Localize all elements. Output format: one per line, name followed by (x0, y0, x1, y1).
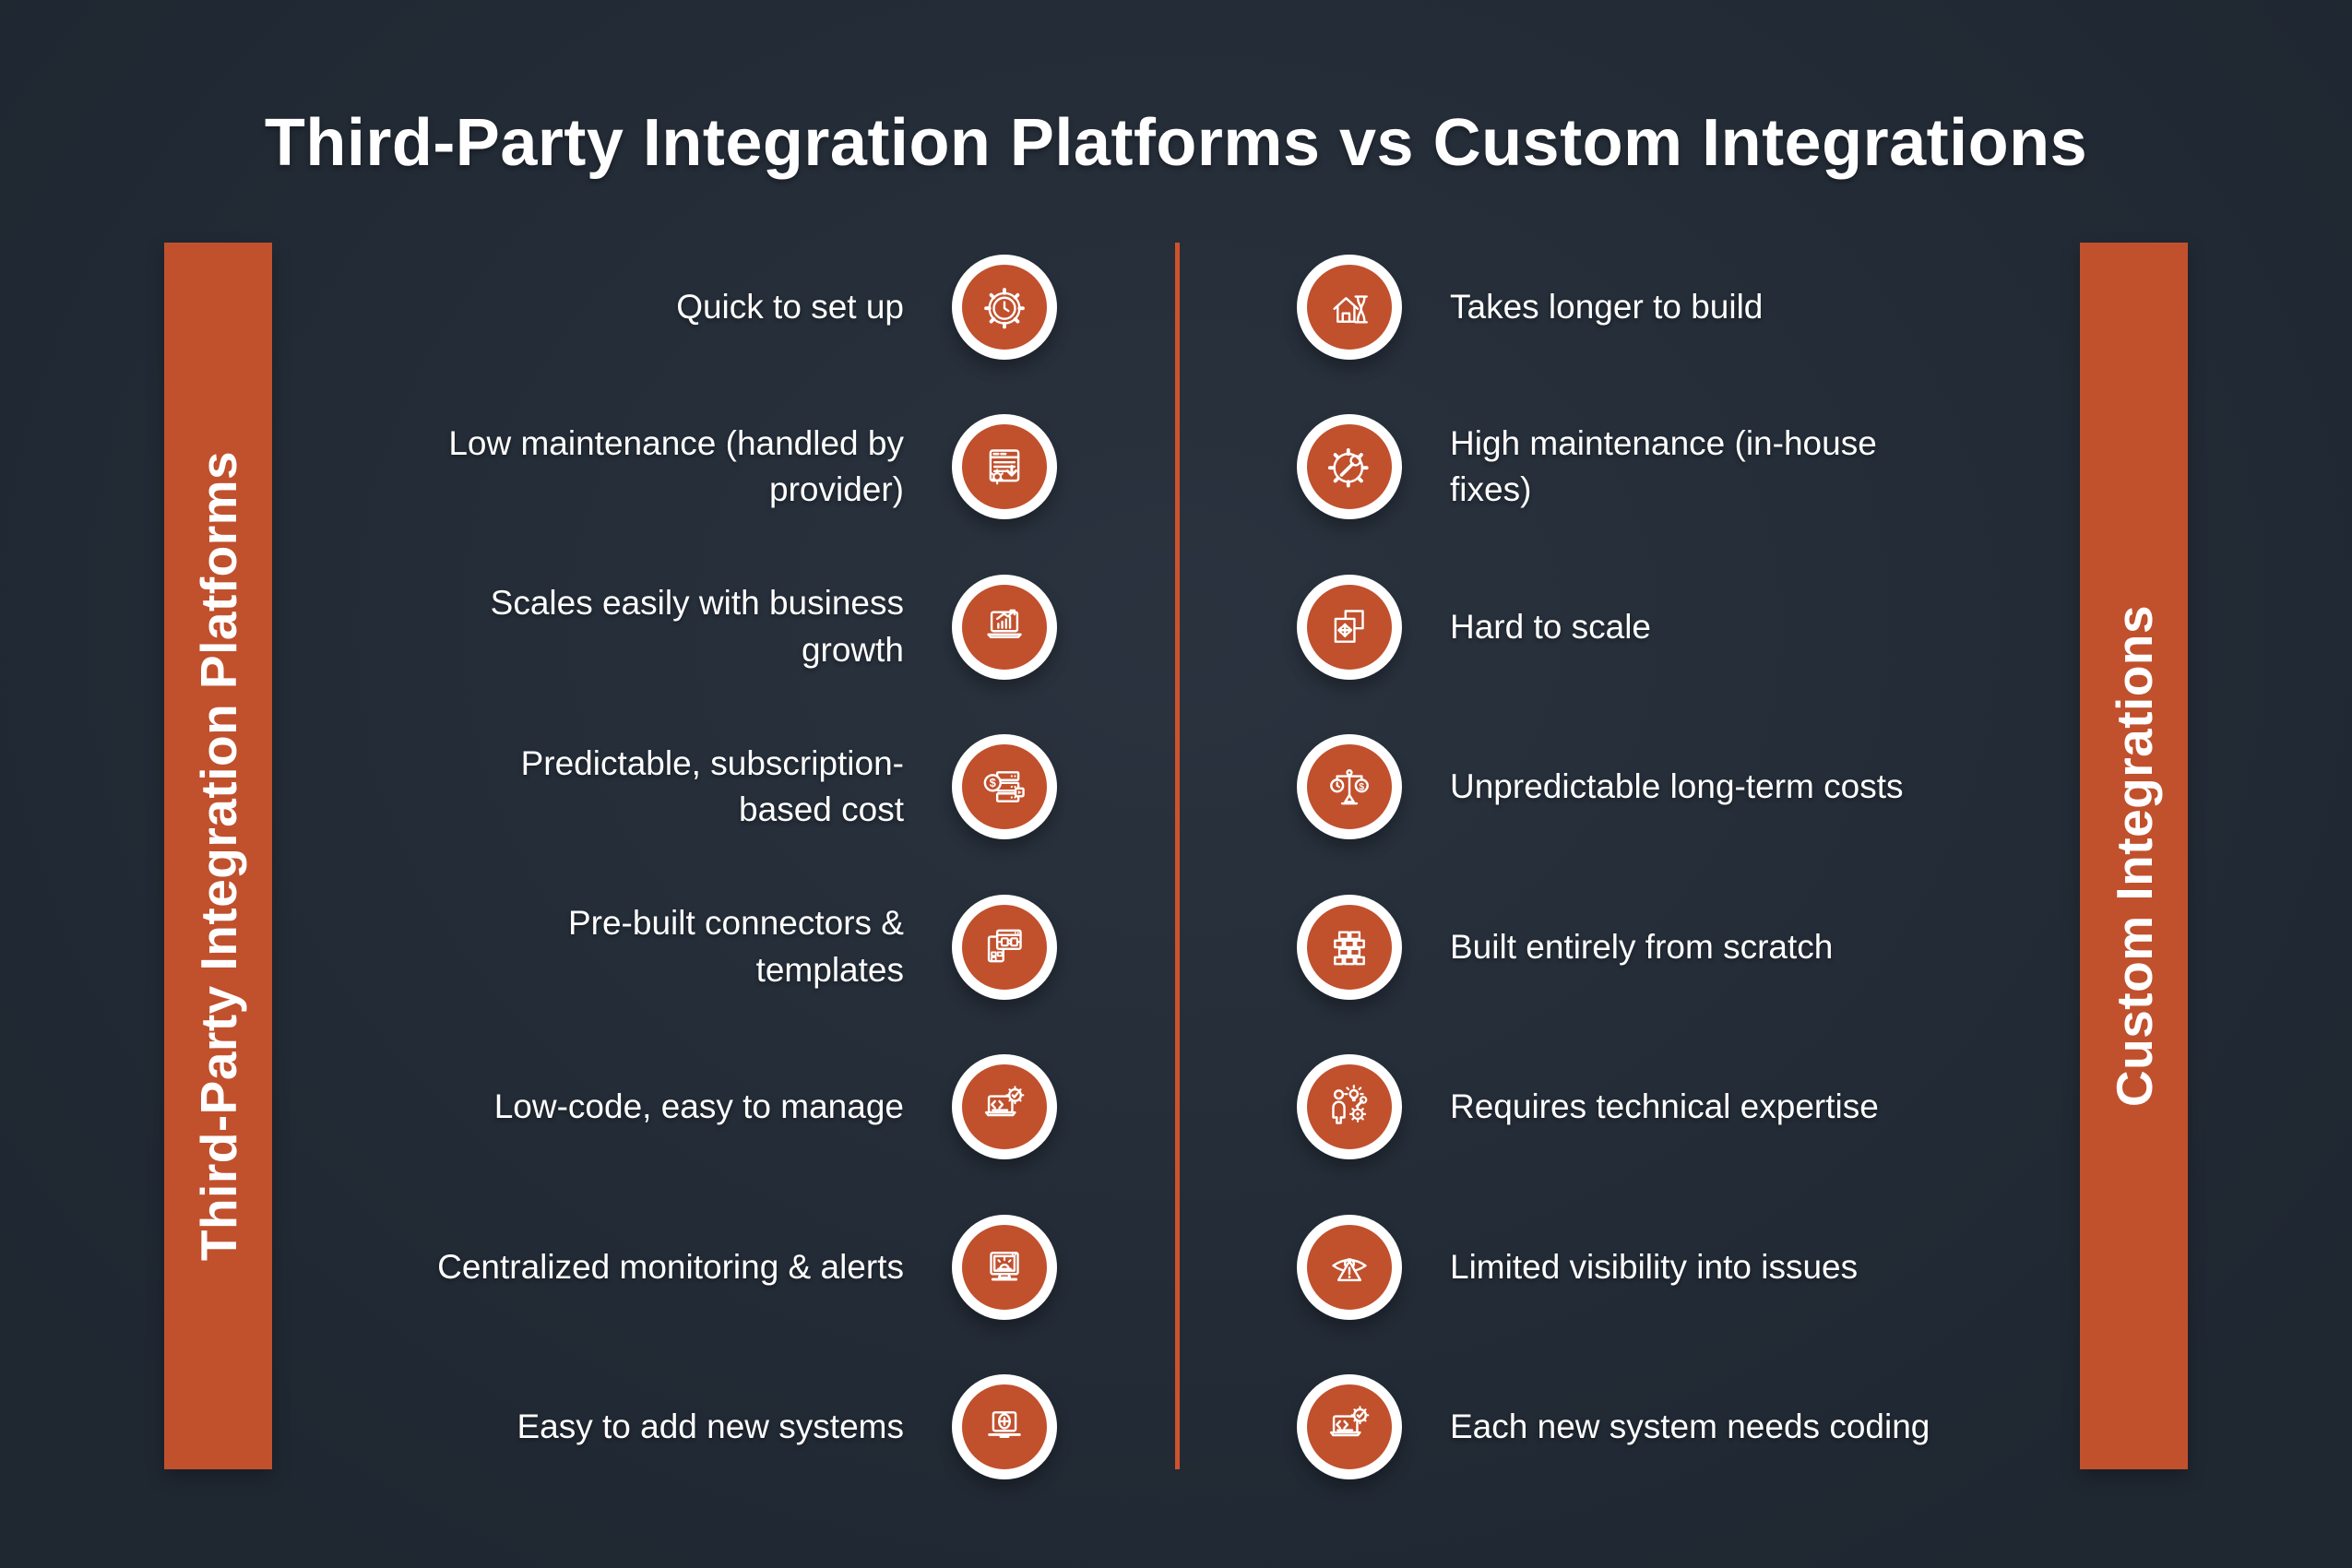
icon-badge (1297, 254, 1402, 360)
feature-label: Predictable, subscription- based cost (520, 743, 904, 829)
comparison-row: Easy to add new systems (272, 1348, 1177, 1508)
icon-badge (952, 894, 1057, 1000)
feature-label: Takes longer to build (1450, 287, 1764, 326)
servers-dollar-icon: $ (983, 771, 1025, 803)
icon-badge (952, 1214, 1057, 1320)
laptop-code-gear-icon (984, 1086, 1025, 1117)
feature-label: Pre-built connectors & templates (567, 904, 904, 989)
page-title: Third-Party Integration Platforms vs Cus… (264, 106, 2088, 180)
comparison-row: Hard to scale (1177, 547, 2080, 707)
feature-label: Centralized monitoring & alerts (437, 1247, 904, 1286)
icon-badge: $ (1297, 734, 1402, 840)
icon-badge: $ (952, 734, 1057, 840)
monitor-alarm-icon (990, 1251, 1019, 1281)
icon-badge (1297, 1214, 1402, 1320)
left-banner-label: Third-Party Integration Platforms (189, 450, 247, 1262)
right-banner-label: Custom Integrations (2105, 604, 2163, 1108)
feature-label: Limited visibility into issues (1450, 1247, 1859, 1286)
icon-badge (1297, 1374, 1402, 1480)
comparison-row: Takes longer to build (1177, 227, 2080, 387)
comparison-row: High maintenance (in-house fixes) (1177, 387, 2080, 548)
house-hourglass-icon (1333, 295, 1368, 324)
feature-label: Requires technical expertise (1450, 1087, 1879, 1126)
feature-label: Scales easily with business growth (490, 584, 904, 669)
windows-plug-icon (987, 929, 1022, 963)
gear-clock-icon (984, 287, 1025, 329)
icon-badge (952, 574, 1057, 680)
comparison-row: Scales easily with business growth (272, 547, 1177, 707)
icon-badge (1297, 1054, 1402, 1160)
feature-label: Unpredictable long-term costs (1450, 767, 1904, 806)
feature-label: Easy to add new systems (517, 1408, 904, 1446)
icon-badge (952, 1374, 1057, 1480)
comparison-row: Built entirely from scratch (1177, 867, 2080, 1028)
icon-badge (952, 254, 1057, 360)
left-category-banner: Third-Party Integration Platforms (164, 243, 272, 1469)
feature-label: High maintenance (in-house fixes) (1450, 423, 1877, 509)
icon-badge (1297, 894, 1402, 1000)
icon-badge (1297, 574, 1402, 680)
browser-gear-download-icon (989, 449, 1020, 485)
comparison-row: $ Unpredictable long-term costs (1177, 707, 2080, 868)
right-category-banner: Custom Integrations (2080, 243, 2188, 1469)
comparison-row: Low maintenance (handled by provider) (272, 387, 1177, 548)
comparison-row: Pre-built connectors & templates (272, 867, 1177, 1028)
feature-label: Hard to scale (1450, 607, 1651, 646)
comparison-row: Limited visibility into issues (1177, 1187, 2080, 1348)
gear-wrench-icon (1327, 448, 1369, 488)
comparison-row: Low-code, easy to manage (272, 1028, 1177, 1188)
scale-time-money-icon: $ (1330, 769, 1369, 805)
left-column: Quick to set up Low maintenance (handled… (272, 227, 1177, 1507)
feature-label: Low-code, easy to manage (493, 1087, 904, 1126)
icon-badge (1297, 414, 1402, 520)
center-divider (1175, 243, 1180, 1469)
brick-wall-icon (1334, 931, 1365, 966)
svg-text:$: $ (1359, 782, 1364, 792)
comparison-row: Each new system needs coding (1177, 1348, 2080, 1508)
comparison-row: Quick to set up (272, 227, 1177, 387)
feature-label: Low maintenance (handled by provider) (448, 423, 904, 509)
feature-label: Each new system needs coding (1450, 1408, 1930, 1446)
right-column: Takes longer to build High maintenance (… (1177, 227, 2080, 1507)
laptop-add-icon (988, 1411, 1021, 1439)
laptop-code-gear-icon (1329, 1406, 1370, 1437)
person-skills-icon (1332, 1085, 1368, 1124)
feature-label: Built entirely from scratch (1450, 927, 1834, 966)
eye-warning-icon (1332, 1257, 1367, 1281)
icon-badge (952, 414, 1057, 520)
icon-badge (952, 1054, 1057, 1160)
svg-text:$: $ (990, 777, 996, 790)
squares-resize-arrows-icon (1334, 610, 1364, 643)
comparison-row: Predictable, subscription- based cost $ (272, 707, 1177, 868)
comparison-row: Centralized monitoring & alerts (272, 1187, 1177, 1348)
feature-label: Quick to set up (676, 287, 904, 326)
comparison-row: Requires technical expertise (1177, 1028, 2080, 1188)
laptop-growth-chart-icon (987, 609, 1022, 638)
